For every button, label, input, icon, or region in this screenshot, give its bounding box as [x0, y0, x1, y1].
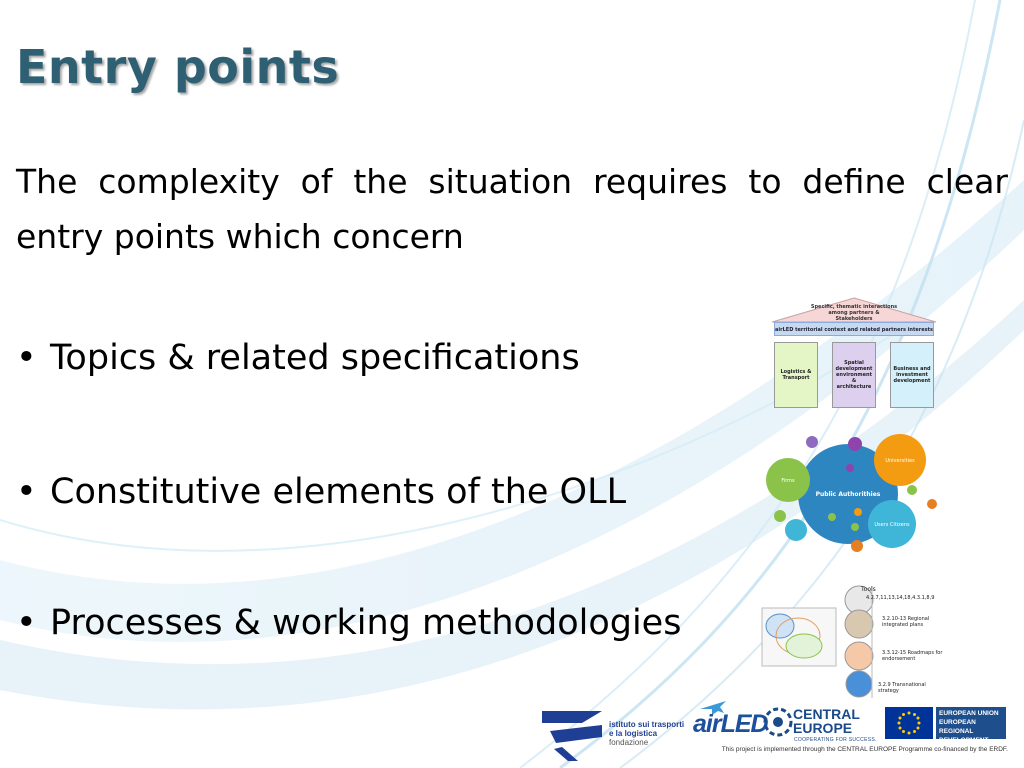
footer-note: This project is implemented through the …: [721, 746, 1008, 753]
bullet-processes: • Processes & working methodologies: [16, 603, 681, 643]
bullet-text: Topics & related specifications: [50, 338, 580, 378]
bubble-small: [907, 485, 917, 495]
tools-item: 3.3.12-15 Roadmaps for endorsement: [882, 650, 943, 662]
bubble-small: [806, 436, 818, 448]
central-europe-emblem-icon: [763, 707, 793, 737]
slide-title: Entry points: [16, 40, 340, 94]
bubble-small: [851, 523, 859, 531]
bubble-small: [851, 540, 863, 552]
central-europe-tagline: COOPERATING FOR SUCCESS.: [794, 737, 877, 743]
bubble-left: [766, 458, 810, 502]
roof-label: Specific, thematic interactions among pa…: [810, 304, 898, 322]
istituto-line: fondazione: [609, 738, 649, 747]
eu-line: EUROPEAN UNION: [939, 710, 999, 717]
beam-label: airLED territorial context and related p…: [774, 322, 934, 336]
bubble-center-label: Public Authorithies: [816, 491, 881, 498]
bubble-small: [854, 508, 862, 516]
bubble-diagram: Public Authorithies Firms Universities U…: [760, 432, 945, 557]
bubble-small: [846, 464, 854, 472]
tools-title: Tools: [861, 586, 876, 593]
tools-diagram: Tools 4.2.7,11,13,14,18,4.3.1,8,9 3.2.10…: [760, 580, 950, 698]
bubble-small: [927, 499, 937, 509]
bubble-small: [785, 519, 807, 541]
bubble-bottom-right: [868, 500, 916, 548]
bubble-small: [828, 513, 836, 521]
pillar-business: Business and investment development: [890, 342, 934, 408]
istituto-line: istituto sui trasporti: [609, 720, 685, 729]
footer-logos: istituto sui trasporti e la logistica fo…: [540, 695, 1010, 768]
central-europe-logo: CENTRAL EUROPE: [793, 707, 860, 735]
eu-line: EUROPEAN REGIONAL: [939, 719, 976, 735]
pillar-logistics: Logistics & Transport: [774, 342, 818, 408]
istituto-logo: [542, 711, 602, 761]
bubble-small: [848, 437, 862, 451]
bullet-topics: • Topics & related specifications: [16, 338, 580, 378]
bubble-top-right-label: Universities: [885, 458, 915, 464]
intro-paragraph: The complexity of the situation requires…: [16, 162, 1008, 256]
pillar-spatial: Spatial development environment & archit…: [832, 342, 876, 408]
bubble-bottom-right-label: Users Citizens: [874, 522, 910, 528]
bubble-left-label: Firms: [781, 478, 795, 484]
airplane-icon: [700, 701, 726, 715]
central-europe-line: CENTRAL: [793, 706, 860, 722]
eu-text-box: EUROPEAN UNION EUROPEAN REGIONAL DEVELOP…: [936, 707, 1006, 753]
istituto-line: e la logistica: [609, 729, 658, 738]
eu-flag-icon: [885, 707, 933, 739]
eu-line: DEVELOPMENT FUND: [939, 737, 989, 753]
bubble-small: [774, 510, 786, 522]
bullet-glyph: •: [16, 603, 37, 643]
house-diagram: Specific, thematic interactions among pa…: [770, 296, 938, 410]
bullet-text: Constitutive elements of the OLL: [50, 472, 627, 512]
bullet-constitutive: • Constitutive elements of the OLL: [16, 472, 626, 512]
tools-item: 3.2.9 Transnational strategy: [878, 682, 926, 694]
bubble-top-right: [874, 434, 926, 486]
bullet-glyph: •: [16, 472, 37, 512]
tools-item: 4.2.7,11,13,14,18,4.3.1,8,9: [866, 595, 935, 601]
tools-item: 3.2.10-13 Regional integrated plans: [882, 616, 930, 628]
bullet-glyph: •: [16, 338, 37, 378]
istituto-text: istituto sui trasporti e la logistica fo…: [609, 720, 684, 747]
central-europe-line: EUROPE: [793, 720, 853, 736]
bullet-text: Processes & working methodologies: [50, 603, 682, 643]
airled-logo: airLED: [693, 710, 769, 738]
